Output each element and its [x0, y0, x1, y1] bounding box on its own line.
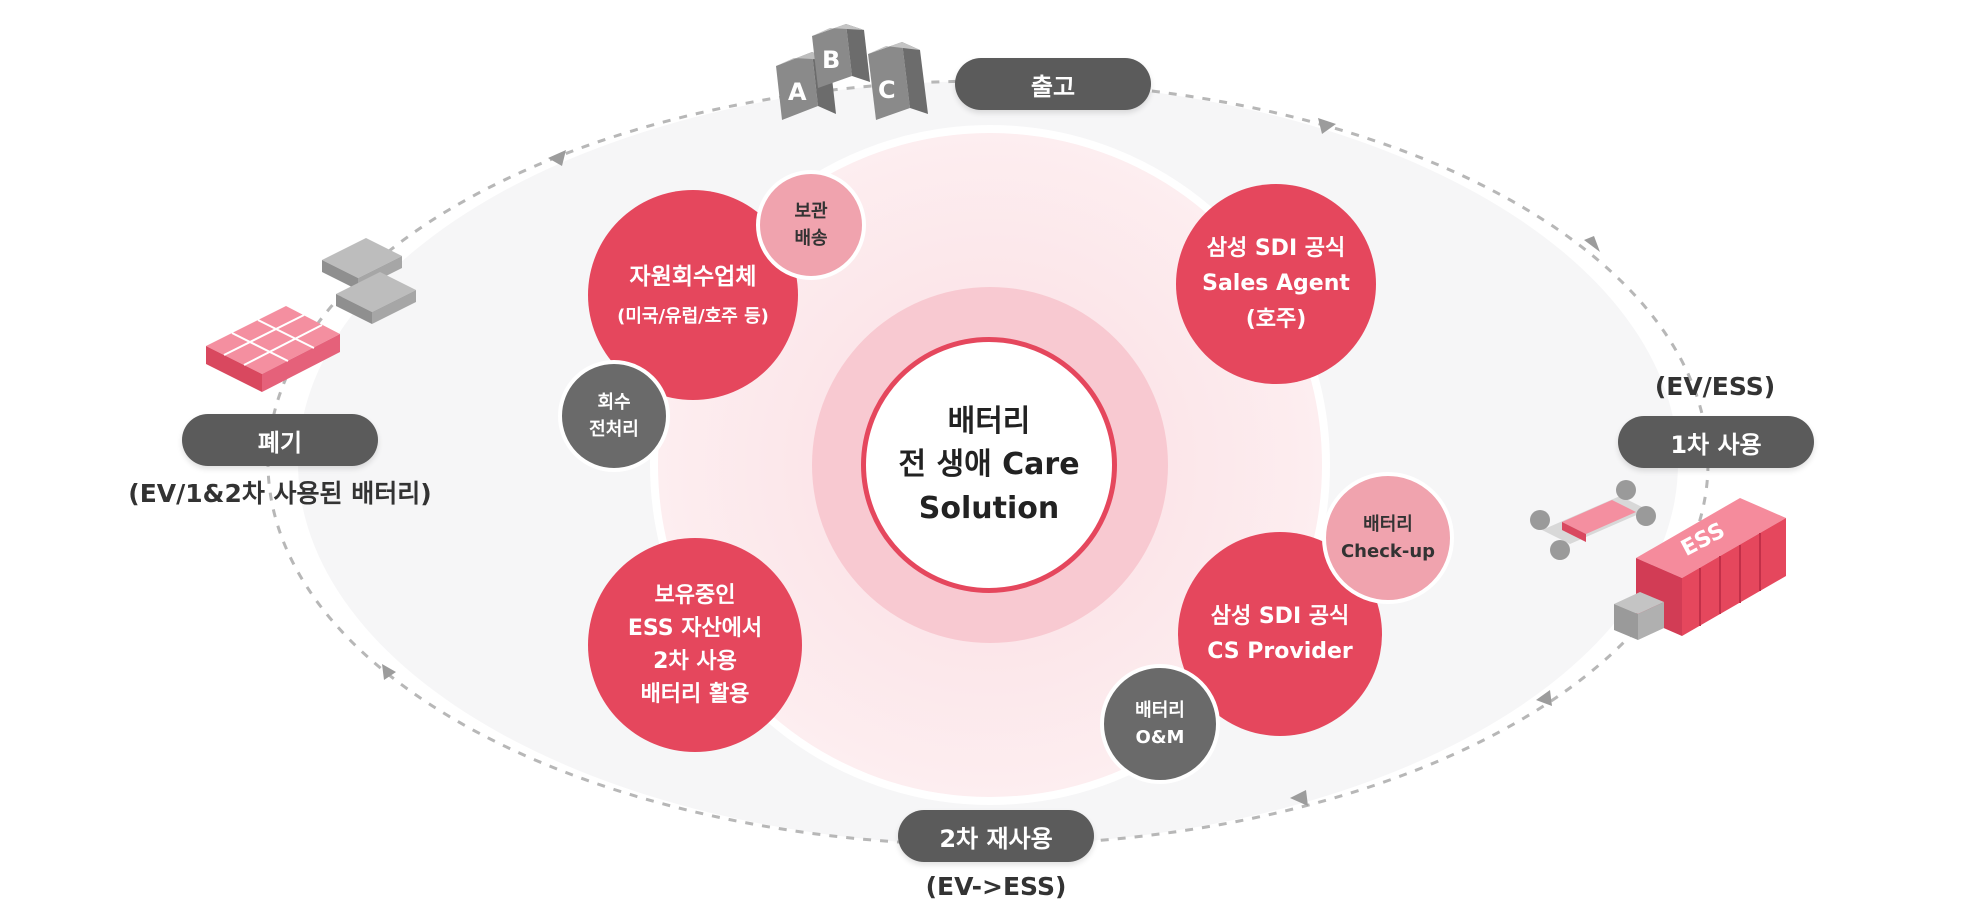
arrow-right-lower: [1536, 690, 1552, 706]
node-ess-second-line-3: 2차 사용: [653, 649, 737, 674]
box-letter-c: C: [878, 76, 896, 104]
stage-disposal-pill: 폐기: [182, 414, 378, 466]
badge-om-line-1: 배터리: [1135, 700, 1185, 721]
badge-checkup-line-1: 배터리: [1363, 514, 1413, 535]
stage-release-pill: 출고: [955, 58, 1151, 110]
badge-pretreat: 회수 전처리: [558, 360, 670, 472]
node-sales-agent-line-3: (호주): [1245, 306, 1307, 332]
stage-release-label: 출고: [1030, 72, 1076, 101]
stage-second-reuse-caption: (EV->ESS): [925, 872, 1067, 901]
stage-second-reuse-pill: 2차 재사용: [898, 810, 1094, 862]
node-ess-second-line-1: 보유중인: [654, 583, 736, 608]
node-ess-second-line-2: ESS 자산에서: [627, 616, 763, 641]
arrow-top-right: [1318, 118, 1336, 134]
ev-chassis-icon: [1530, 480, 1656, 560]
center-line-2: 전 생애 Care: [898, 447, 1080, 483]
node-ess-second: 보유중인 ESS 자산에서 2차 사용 배터리 활용: [588, 538, 802, 752]
node-sales-agent: 삼성 SDI 공식 Sales Agent (호주): [1176, 184, 1376, 384]
arrow-top-left: [548, 150, 566, 166]
stage-first-use-pill: 1차 사용: [1618, 416, 1814, 468]
stage-first-use-caption: (EV/ESS): [1654, 372, 1776, 401]
abc-boxes-icon: A B C: [776, 24, 928, 120]
node-cs-provider-line-1: 삼성 SDI 공식: [1210, 603, 1350, 629]
stage-second-reuse-label: 2차 재사용: [939, 824, 1053, 853]
center-line-1: 배터리: [947, 403, 1031, 439]
node-recycler-line-1: 자원회수업체: [629, 264, 757, 291]
arrow-bottom-left: [382, 664, 396, 680]
stage-disposal-label: 폐기: [257, 428, 303, 457]
badge-storage: 보관 배송: [756, 170, 866, 280]
badge-checkup-line-2: Check-up: [1340, 541, 1436, 562]
node-sales-agent-line-2: Sales Agent: [1202, 271, 1350, 297]
arrow-right-upper: [1584, 236, 1600, 252]
stage-first-use-label: 1차 사용: [1670, 430, 1762, 459]
badge-pretreat-line-1: 회수: [597, 392, 631, 413]
badge-om: 배터리 O&M: [1100, 664, 1220, 784]
orbit-arrows: [382, 118, 1600, 806]
badge-checkup: 배터리 Check-up: [1322, 472, 1454, 604]
node-recycler-line-2: (미국/유럽/호주 등): [617, 305, 769, 327]
badge-storage-line-1: 보관: [794, 201, 828, 222]
badge-om-line-2: O&M: [1135, 727, 1185, 748]
node-sales-agent-line-1: 삼성 SDI 공식: [1206, 236, 1346, 262]
badge-storage-line-2: 배송: [794, 228, 828, 249]
center-core: 배터리 전 생애 Care Solution: [861, 337, 1117, 593]
node-cs-provider-line-2: CS Provider: [1207, 639, 1353, 664]
center-line-3: Solution: [918, 490, 1060, 526]
badge-pretreat-line-2: 전처리: [589, 419, 639, 440]
stage-disposal-caption: (EV/1&2차 사용된 배터리): [128, 479, 432, 508]
node-ess-second-line-4: 배터리 활용: [640, 682, 750, 707]
box-letter-b: B: [822, 46, 840, 74]
ess-container-icon: ESS: [1614, 498, 1786, 640]
arrow-bottom-right: [1290, 790, 1308, 806]
disposal-battery-icon: [206, 238, 416, 392]
box-letter-a: A: [788, 78, 807, 106]
